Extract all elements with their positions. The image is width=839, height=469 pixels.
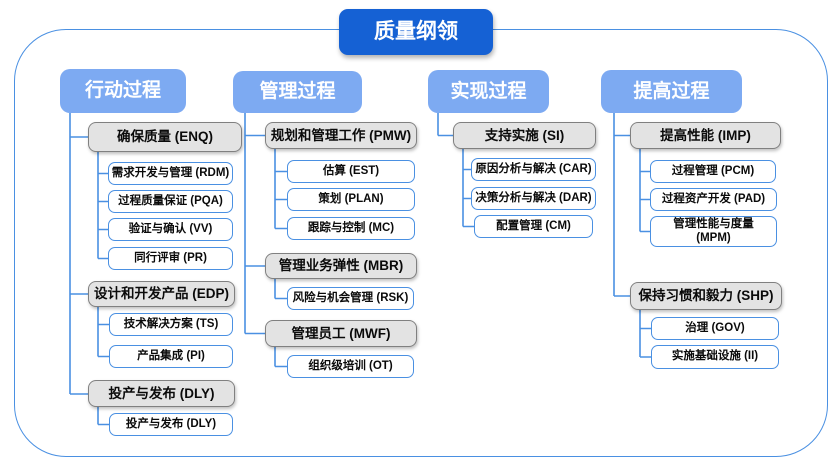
node-si: 支持实施 (SI) bbox=[453, 122, 596, 149]
node-pr: 同行评审 (PR) bbox=[108, 247, 233, 270]
connector-col4-imp bbox=[639, 149, 650, 233]
node-shp: 保持习惯和毅力 (SHP) bbox=[630, 282, 782, 310]
connector-col2-pmw bbox=[274, 149, 287, 230]
node-ii: 实施基础设施 (II) bbox=[651, 345, 779, 369]
diagram-title: 质量纲领 bbox=[339, 9, 493, 55]
node-cm: 配置管理 (CM) bbox=[474, 215, 593, 238]
node-dly-child: 投产与发布 (DLY) bbox=[109, 413, 233, 436]
node-pi: 产品集成 (PI) bbox=[109, 345, 233, 368]
connector-col3-si bbox=[462, 149, 474, 228]
node-plan: 策划 (PLAN) bbox=[287, 188, 415, 211]
connector-col1-dly bbox=[97, 407, 109, 426]
node-ot: 组织级培训 (OT) bbox=[287, 355, 414, 378]
node-pad: 过程资产开发 (PAD) bbox=[650, 188, 777, 211]
connector-col1-spine bbox=[69, 113, 88, 395]
node-pmw: 规划和管理工作 (PMW) bbox=[265, 122, 417, 149]
node-gov: 治理 (GOV) bbox=[651, 317, 779, 340]
node-mwf: 管理员工 (MWF) bbox=[265, 320, 417, 347]
node-rsk: 风险与机会管理 (RSK) bbox=[287, 287, 414, 310]
node-imp: 提高性能 (IMP) bbox=[630, 122, 781, 149]
node-mc: 跟踪与控制 (MC) bbox=[287, 217, 415, 240]
node-ts: 技术解决方案 (TS) bbox=[109, 313, 233, 336]
connector-col3-spine bbox=[437, 113, 453, 137]
node-car: 原因分析与解决 (CAR) bbox=[471, 158, 596, 181]
node-mpm: 管理性能与度量 (MPM) bbox=[650, 216, 777, 247]
connector-col1-enq bbox=[97, 152, 108, 260]
node-mbr: 管理业务弹性 (MBR) bbox=[265, 253, 417, 279]
connector-col1-edp bbox=[97, 307, 109, 358]
connector-col4-spine bbox=[613, 113, 630, 297]
connector-col4-shp bbox=[639, 310, 651, 358]
connector-col2-mbr bbox=[274, 279, 287, 300]
node-dly: 投产与发布 (DLY) bbox=[88, 380, 235, 407]
connector-col2-mwf bbox=[274, 347, 287, 368]
node-dar: 决策分析与解决 (DAR) bbox=[471, 187, 596, 210]
node-enq: 确保质量 (ENQ) bbox=[88, 122, 242, 152]
node-edp: 设计和开发产品 (EDP) bbox=[88, 281, 235, 307]
branch-header-implementation-process: 实现过程 bbox=[428, 70, 549, 113]
node-pqa: 过程质量保证 (PQA) bbox=[108, 190, 233, 213]
branch-header-management-process: 管理过程 bbox=[233, 71, 362, 113]
node-vv: 验证与确认 (VV) bbox=[108, 218, 233, 241]
node-rdm: 需求开发与管理 (RDM) bbox=[108, 162, 233, 185]
connector-col2-spine bbox=[244, 113, 265, 335]
branch-header-action-process: 行动过程 bbox=[60, 69, 186, 113]
branch-header-improvement-process: 提高过程 bbox=[601, 70, 742, 113]
node-pcm: 过程管理 (PCM) bbox=[650, 160, 776, 183]
node-est: 估算 (EST) bbox=[287, 160, 415, 183]
